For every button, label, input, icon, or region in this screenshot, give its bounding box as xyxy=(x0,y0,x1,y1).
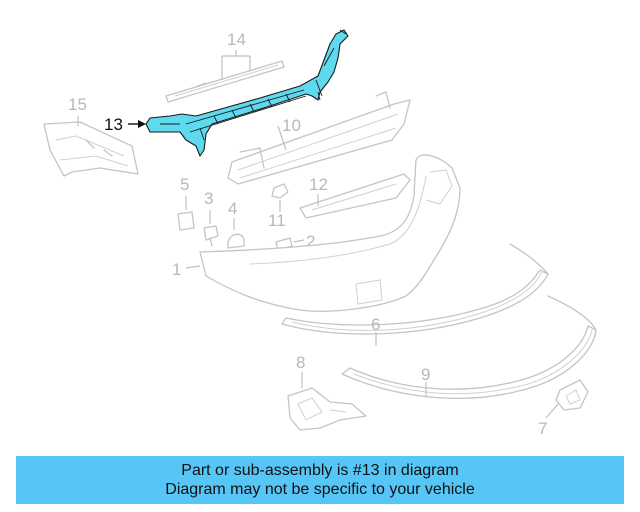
part-7-cover xyxy=(555,379,589,411)
callout-7-leader xyxy=(545,403,559,419)
callout-9[interactable]: 9 xyxy=(421,365,430,384)
part-8-bracket xyxy=(287,387,367,431)
callout-3[interactable]: 3 xyxy=(204,189,213,208)
part-info-banner: Part or sub-assembly is #13 in diagram D… xyxy=(16,456,624,504)
part-15-side-bracket xyxy=(43,121,139,177)
part-12-bracket xyxy=(299,173,411,219)
callout-6[interactable]: 6 xyxy=(371,315,380,334)
callout-1[interactable]: 1 xyxy=(172,260,181,279)
callout-10[interactable]: 10 xyxy=(282,116,301,135)
part-10-impact-absorber xyxy=(227,91,411,185)
banner-part-line: Part or sub-assembly is #13 in diagram xyxy=(181,462,459,479)
callout-12[interactable]: 12 xyxy=(309,175,328,194)
callout-4[interactable]: 4 xyxy=(228,199,237,218)
part-3-bolt xyxy=(203,225,219,247)
part-6-trim xyxy=(281,243,549,335)
callout-14-leader xyxy=(221,50,251,80)
callout-15[interactable]: 15 xyxy=(68,95,87,114)
part-5-clip xyxy=(177,211,195,231)
callout-14[interactable]: 14 xyxy=(227,30,246,49)
callout-2-leader xyxy=(293,239,305,243)
callout-8[interactable]: 8 xyxy=(296,353,305,372)
part-9-trim xyxy=(341,295,597,399)
part-13-reinforcement-bar[interactable] xyxy=(145,29,349,157)
callout-7[interactable]: 7 xyxy=(538,419,547,438)
callout-13-arrowhead xyxy=(138,120,146,128)
callout-13[interactable]: 13 xyxy=(104,115,123,134)
part-11-clip xyxy=(271,183,289,199)
part-14-molding xyxy=(165,60,285,103)
callout-5[interactable]: 5 xyxy=(180,175,189,194)
banner-disclaimer-line: Diagram may not be specific to your vehi… xyxy=(165,481,475,498)
callout-11[interactable]: 11 xyxy=(268,211,286,230)
callout-2[interactable]: 2 xyxy=(306,232,315,251)
callout-1-leader xyxy=(185,265,201,269)
part-1-bumper-cover xyxy=(199,154,461,312)
parts-diagram: 14 15 10 12 11 2 5 3 xyxy=(43,29,597,438)
part-4-cap xyxy=(227,233,245,249)
callout-10-leader xyxy=(277,125,287,151)
